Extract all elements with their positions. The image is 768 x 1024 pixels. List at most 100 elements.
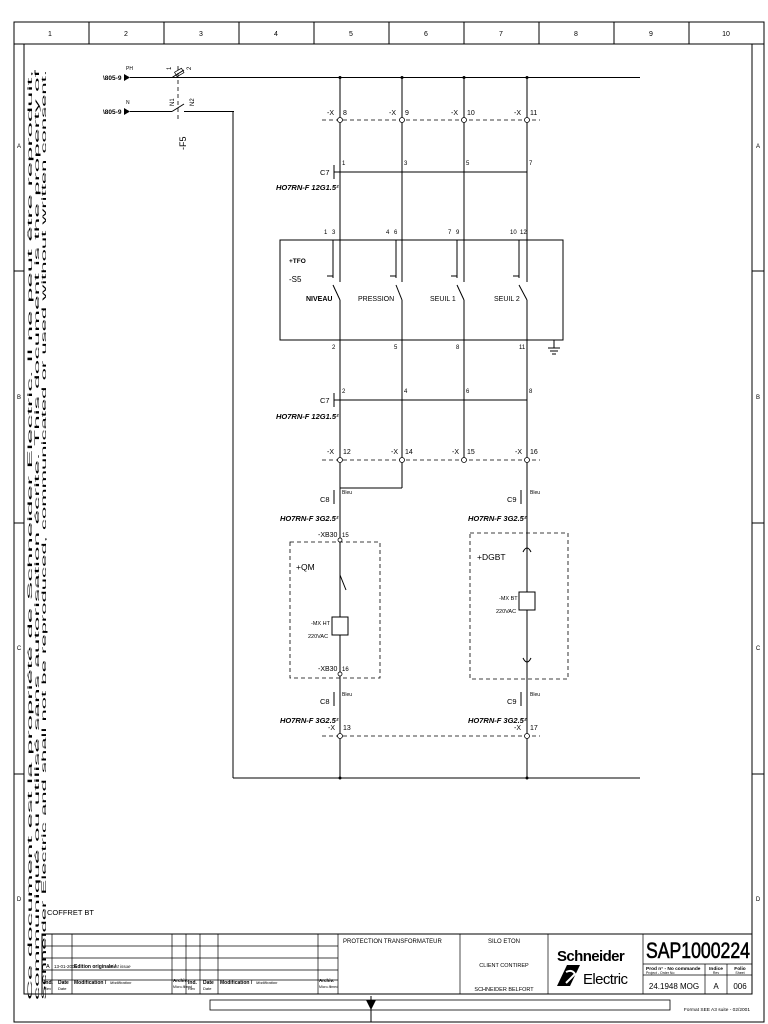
rev-text-en: First issue — [110, 964, 131, 969]
dev-term-7: 7 — [448, 230, 452, 236]
hdr-archiv-en-left: Micro-filmed — [173, 985, 192, 989]
terminal-num-11: 11 — [530, 110, 537, 117]
sheet-inner-frame — [23, 43, 753, 995]
fuse-name: -F5 — [178, 137, 188, 151]
dev-term-10: 10 — [510, 230, 517, 236]
index-label: Indice — [709, 966, 723, 972]
hdr-modif-en-left: Modification — [110, 980, 132, 985]
dgbt-coil-voltage: 220VAC — [496, 609, 516, 615]
qm-cable-ref: C8 — [320, 495, 330, 504]
cable-c7-bottom: C7 HO7RN-F 12G1.5² 2 4 6 8 — [276, 389, 533, 421]
col-4: 4 — [274, 31, 278, 38]
dev-term-3: 3 — [332, 230, 336, 236]
fuse-mark-1: 1 — [167, 66, 173, 70]
order-label-en: Project - Order No — [646, 971, 674, 975]
row-d-right: D — [756, 897, 761, 903]
mid-prefix-15: -X — [452, 449, 459, 456]
contact-niveau — [327, 240, 341, 301]
contact-seuil-1 — [451, 240, 465, 301]
row-a-right: A — [756, 144, 760, 150]
side-notice: Ce document est la propriété de Schneide… — [27, 69, 48, 1000]
row-letters: A B C D A B C D — [17, 144, 761, 903]
side-notice-line-1: Ce document est la propriété de Schneide… — [27, 69, 34, 1000]
mid-num-12: 12 — [343, 449, 351, 456]
ground-icon — [548, 340, 560, 355]
qm-coil-name: -MX HT — [311, 621, 331, 627]
cable2-core-6: 6 — [466, 389, 470, 395]
terminal-16 — [524, 457, 530, 463]
dev-bottom-8: 8 — [456, 345, 460, 351]
mid-prefix-14: -X — [391, 449, 398, 456]
fuse-mark-n2: N2 — [190, 98, 196, 106]
dgbt-terminal-x-num: 17 — [530, 725, 538, 732]
dgbt-coil-icon — [518, 591, 536, 611]
dgbt-cable-core: Bleu — [530, 490, 540, 496]
dev-term-9: 9 — [456, 230, 460, 236]
col-3: 3 — [199, 31, 203, 38]
hdr-date-en-left: Date — [58, 986, 67, 991]
dgbt-coil-name: -MX BT — [499, 596, 518, 602]
terminal-13 — [337, 733, 343, 739]
qm-coil-voltage: 220VAC — [308, 634, 328, 640]
terminal-strip-mid: -X 12 -X 14 -X 15 -X 16 — [322, 449, 540, 489]
cable1-core-5: 5 — [466, 161, 470, 167]
supply-section: \805-9 PH \805-9 N 1 2 N1 N2 -F5 — [103, 66, 640, 779]
qm-box-label: +QM — [296, 562, 315, 572]
index-value: A — [713, 982, 719, 991]
qm-terminal-x: -X — [328, 725, 335, 732]
hdr-date-left: Date — [58, 980, 69, 986]
device-name: -S5 — [289, 275, 302, 284]
doc-number: SAP1000224 — [646, 938, 750, 963]
ph-ref: \805-9 — [103, 75, 122, 82]
dgbt-box — [469, 532, 569, 680]
hdr-modif-left: Modification / — [74, 980, 107, 986]
side-notice-line-2: communiqué ou utilisé sans autorisation … — [34, 69, 41, 1000]
qm-cable-core-bottom: Bleu — [342, 692, 352, 698]
terminal-num-10: 10 — [467, 110, 475, 117]
row-b-left: B — [17, 395, 21, 401]
hdr-rev-left: Rev — [44, 986, 51, 991]
fuse-mark-2: 2 — [187, 66, 193, 70]
qm-branch: C8 Bleu HO7RN-F 3G2.5² -XB30 15 +QM -MX … — [280, 488, 540, 780]
device-tfo-s5: +TFO -S5 1 3 4 6 7 9 10 12 — [279, 230, 564, 355]
qm-terminal-x-num: 13 — [343, 725, 351, 732]
rev-index: A — [46, 964, 50, 970]
qm-box — [289, 541, 381, 679]
bottom-strip: Format SEE A3 suite - 02/2001 — [209, 996, 750, 1022]
folio-value: 006 — [733, 982, 747, 991]
col-5: 5 — [349, 31, 353, 38]
dgbt-branch: C9 Bleu HO7RN-F 3G2.5² +DGBT -MX BT 220V… — [468, 490, 569, 780]
col-9: 9 — [649, 31, 653, 38]
hdr-archiv-right: Archiv. — [319, 978, 334, 983]
terminal-17 — [524, 733, 530, 739]
side-notice-line-3: Schneider Electric and shall not be repr… — [41, 69, 48, 1000]
col-8: 8 — [574, 31, 578, 38]
col-6: 6 — [424, 31, 428, 38]
terminal-prefix-9: -X — [389, 110, 396, 117]
n-arrow-icon — [124, 108, 130, 115]
terminal-11 — [524, 117, 530, 123]
hdr-date-en-right: Date — [203, 986, 212, 991]
cable2-core-8: 8 — [529, 389, 533, 395]
qm-cable-type: HO7RN-F 3G2.5² — [280, 514, 339, 523]
hdr-modif-en-right: Modification — [256, 980, 278, 985]
mid-num-16: 16 — [530, 449, 538, 456]
conductors — [332, 76, 529, 778]
row-a-left: A — [17, 144, 21, 150]
dgbt-connector-bottom-icon — [522, 657, 532, 663]
terminal-strip-top: -X 8 -X 9 -X 10 -X 11 — [322, 110, 540, 123]
dev-term-12: 12 — [520, 230, 527, 236]
row-c-left: C — [17, 646, 22, 652]
terminal-8 — [337, 117, 343, 123]
col-1: 1 — [48, 31, 52, 38]
hdr-ind-left: Ind. — [44, 980, 53, 986]
hdr-modif-right: Modification / — [220, 980, 253, 986]
dev-bottom-11: 11 — [519, 345, 526, 351]
dgbt-terminal-x: -X — [514, 725, 521, 732]
fuse-mark-n1: N1 — [170, 98, 176, 106]
format-note: Format SEE A3 suite - 02/2001 — [684, 1007, 750, 1013]
device-name-top: +TFO — [289, 258, 306, 265]
dgbt-cable-type: HO7RN-F 3G2.5² — [468, 514, 527, 523]
terminal-num-9: 9 — [405, 110, 409, 117]
